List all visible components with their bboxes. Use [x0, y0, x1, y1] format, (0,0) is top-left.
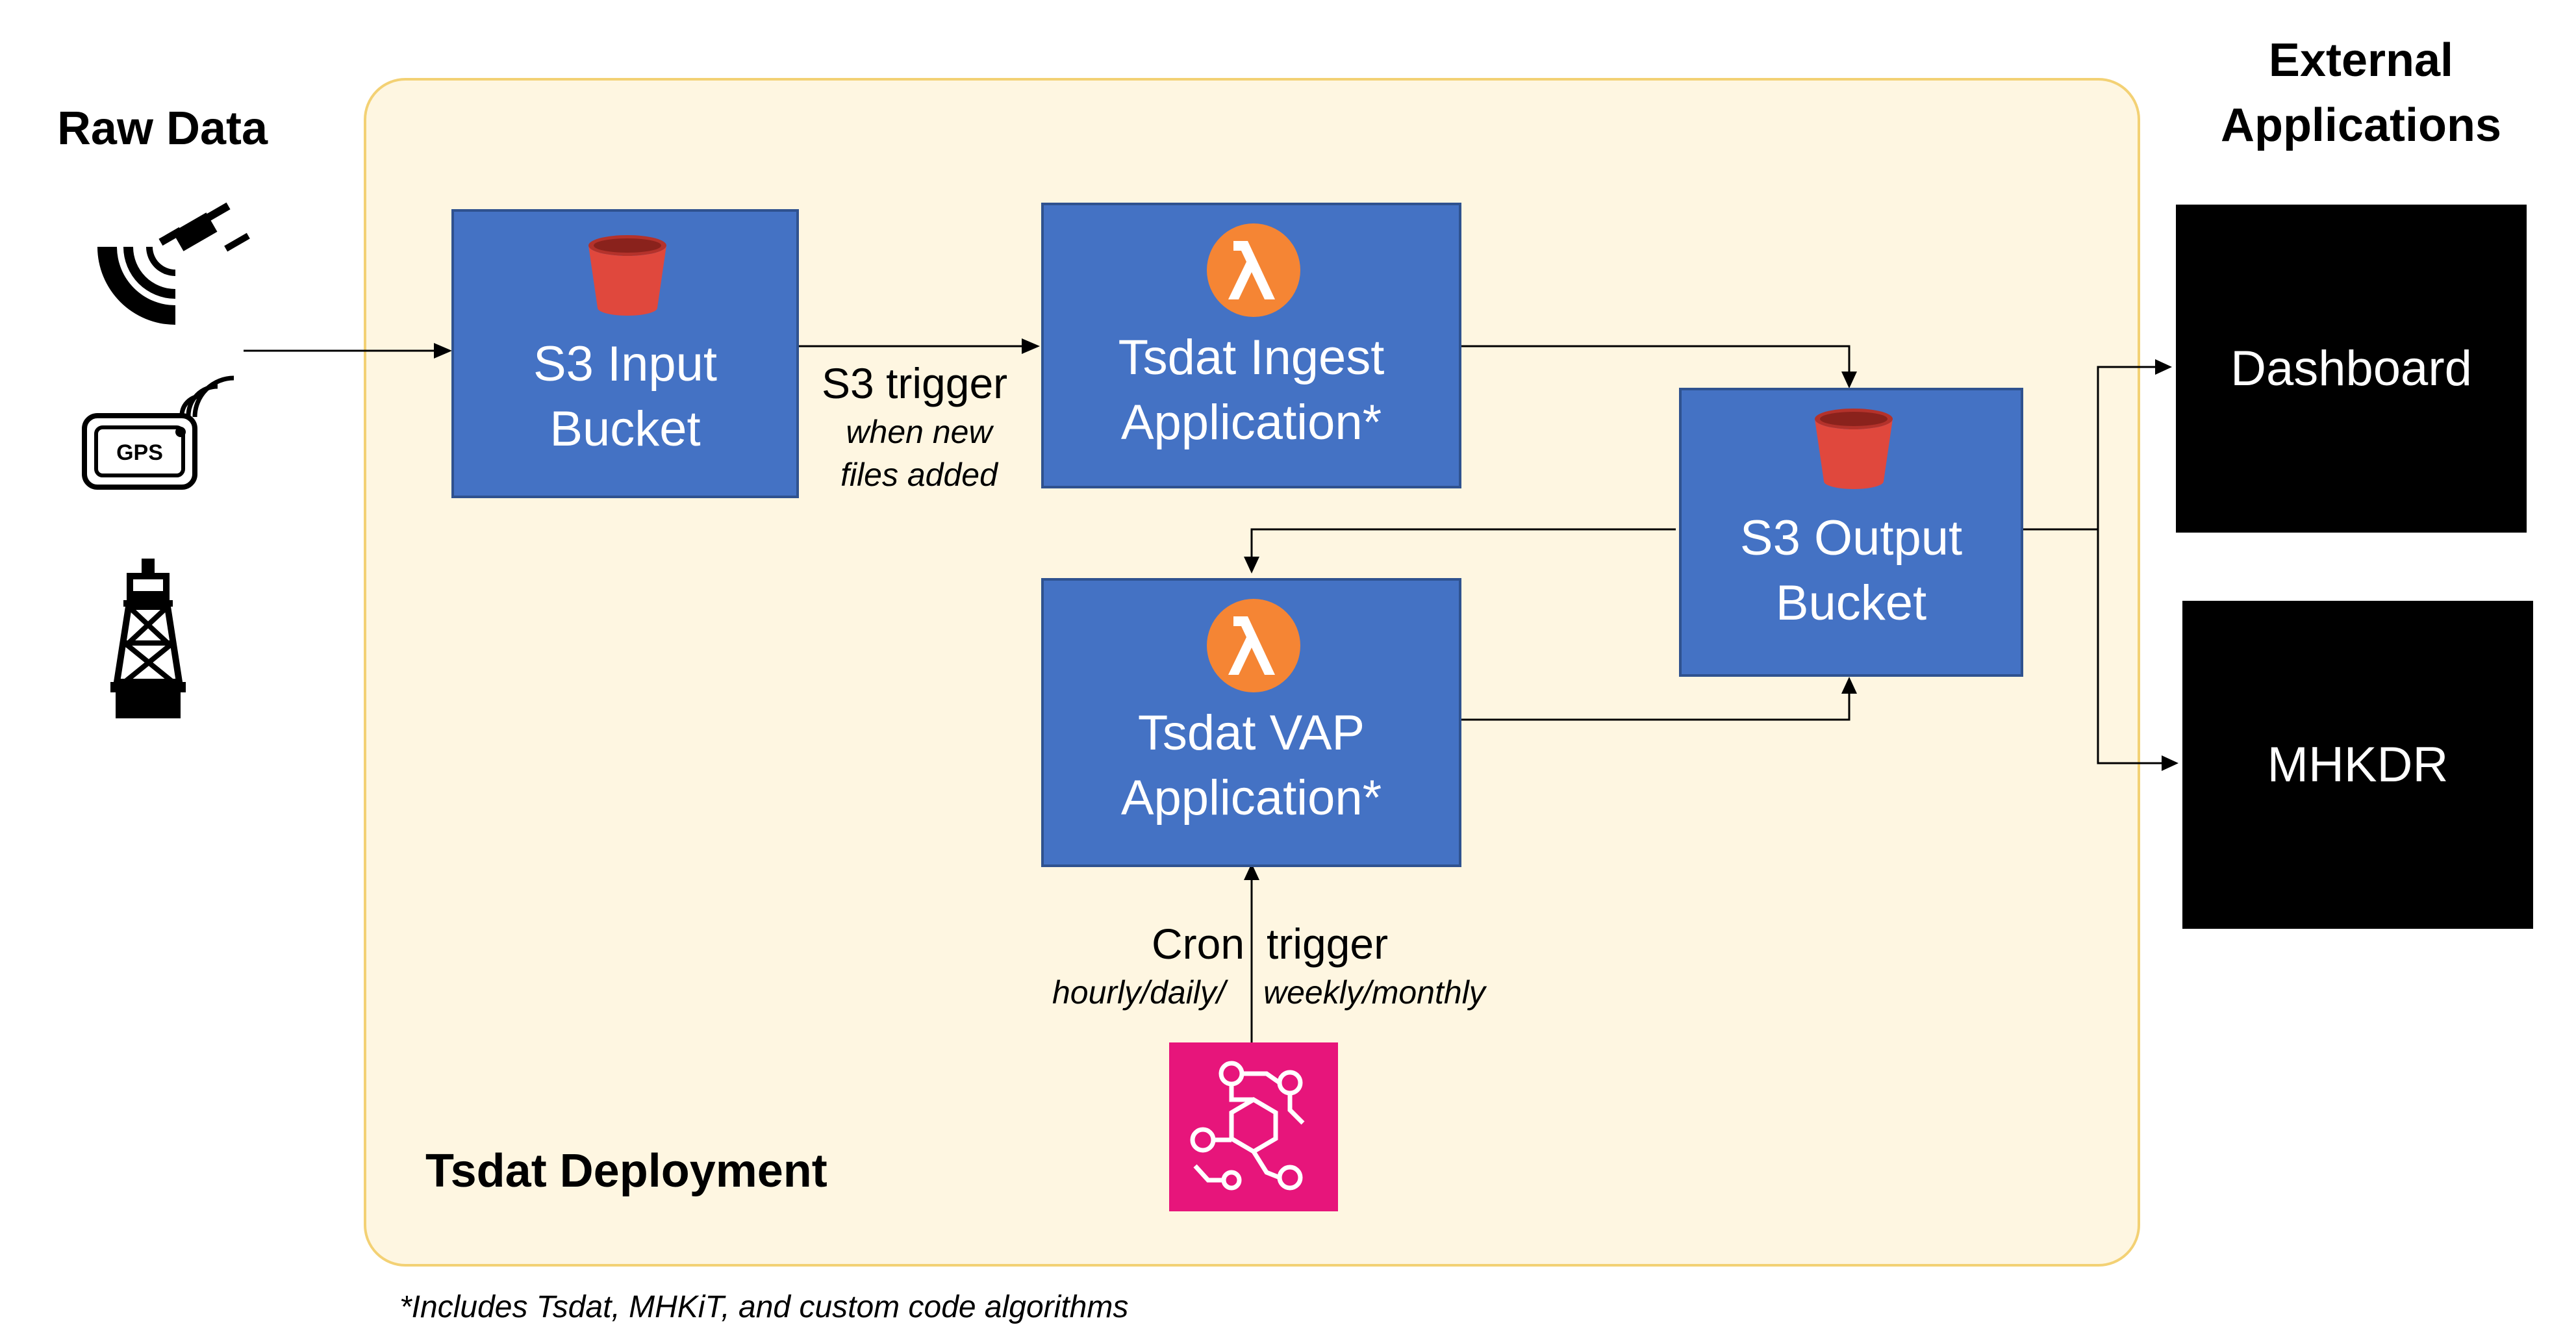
edge-to-mhkdr [2097, 529, 2173, 764]
tsdat-ingest-node: Tsdat Ingest Application* [1041, 203, 1461, 488]
s3-bucket-icon [1815, 409, 1893, 489]
cron-sub-right: weekly/monthly [1263, 974, 1485, 1011]
footnote: *Includes Tsdat, MHKiT, and custom code … [399, 1290, 1129, 1324]
vap-line1: Tsdat VAP [1137, 705, 1365, 761]
cron-label-left: Cron [1152, 920, 1245, 968]
raw-data-heading: Raw Data [57, 103, 268, 155]
s3-output-bucket-node: S3 Output Bucket [1679, 388, 2023, 677]
eventbridge-icon [1169, 1042, 1338, 1211]
mhkdr-label: MHKDR [2267, 737, 2449, 792]
dashboard-box: Dashboard [2176, 205, 2527, 533]
s3-trigger-label: S3 trigger [822, 359, 1008, 407]
s3-bucket-icon [588, 235, 666, 316]
edge-vap-to-s3-output [1461, 681, 1850, 721]
arrowhead-vap-bottom [1244, 863, 1259, 880]
s3-input-line2: Bucket [549, 401, 701, 457]
mhkdr-box: MHKDR [2182, 601, 2533, 929]
dashboard-label: Dashboard [2230, 341, 2472, 396]
tsdat-vap-node: Tsdat VAP Application* [1041, 578, 1461, 867]
arrowhead-s3-output-bottom [1841, 677, 1857, 694]
cron-sub-left: hourly/daily/ [1052, 974, 1226, 1011]
arrowhead-s3-output-top [1841, 372, 1857, 388]
arrowhead-ingest [1022, 338, 1040, 354]
edge-to-dashboard [2097, 366, 2166, 529]
arrowhead-s3-input [434, 343, 452, 359]
vap-line2: Application* [1120, 770, 1382, 826]
cron-label-right: trigger [1267, 920, 1389, 968]
ingest-line2: Application* [1120, 395, 1382, 450]
external-heading-line2: Applications [2220, 99, 2502, 151]
s3-trigger-sub1: when new [846, 414, 992, 450]
edge-s3-output-to-vap [1250, 528, 1676, 568]
s3-output-line1: S3 Output [1739, 511, 1963, 566]
deployment-label: Tsdat Deployment [425, 1145, 827, 1197]
ingest-line1: Tsdat Ingest [1118, 330, 1385, 385]
s3-trigger-sub2: files added [840, 457, 998, 493]
external-heading-line1: External [2268, 34, 2454, 86]
arrowhead-mhkdr [2162, 755, 2178, 771]
edge-ingest-to-s3-output [1461, 345, 1850, 383]
lambda-icon [1207, 599, 1300, 692]
arrowhead-vap-top [1244, 557, 1259, 574]
s3-input-bucket-node: S3 Input Bucket [451, 209, 799, 498]
lambda-icon [1207, 223, 1300, 317]
s3-output-line2: Bucket [1775, 575, 1927, 631]
s3-input-line1: S3 Input [533, 336, 718, 392]
arrowhead-dashboard [2155, 359, 2172, 375]
